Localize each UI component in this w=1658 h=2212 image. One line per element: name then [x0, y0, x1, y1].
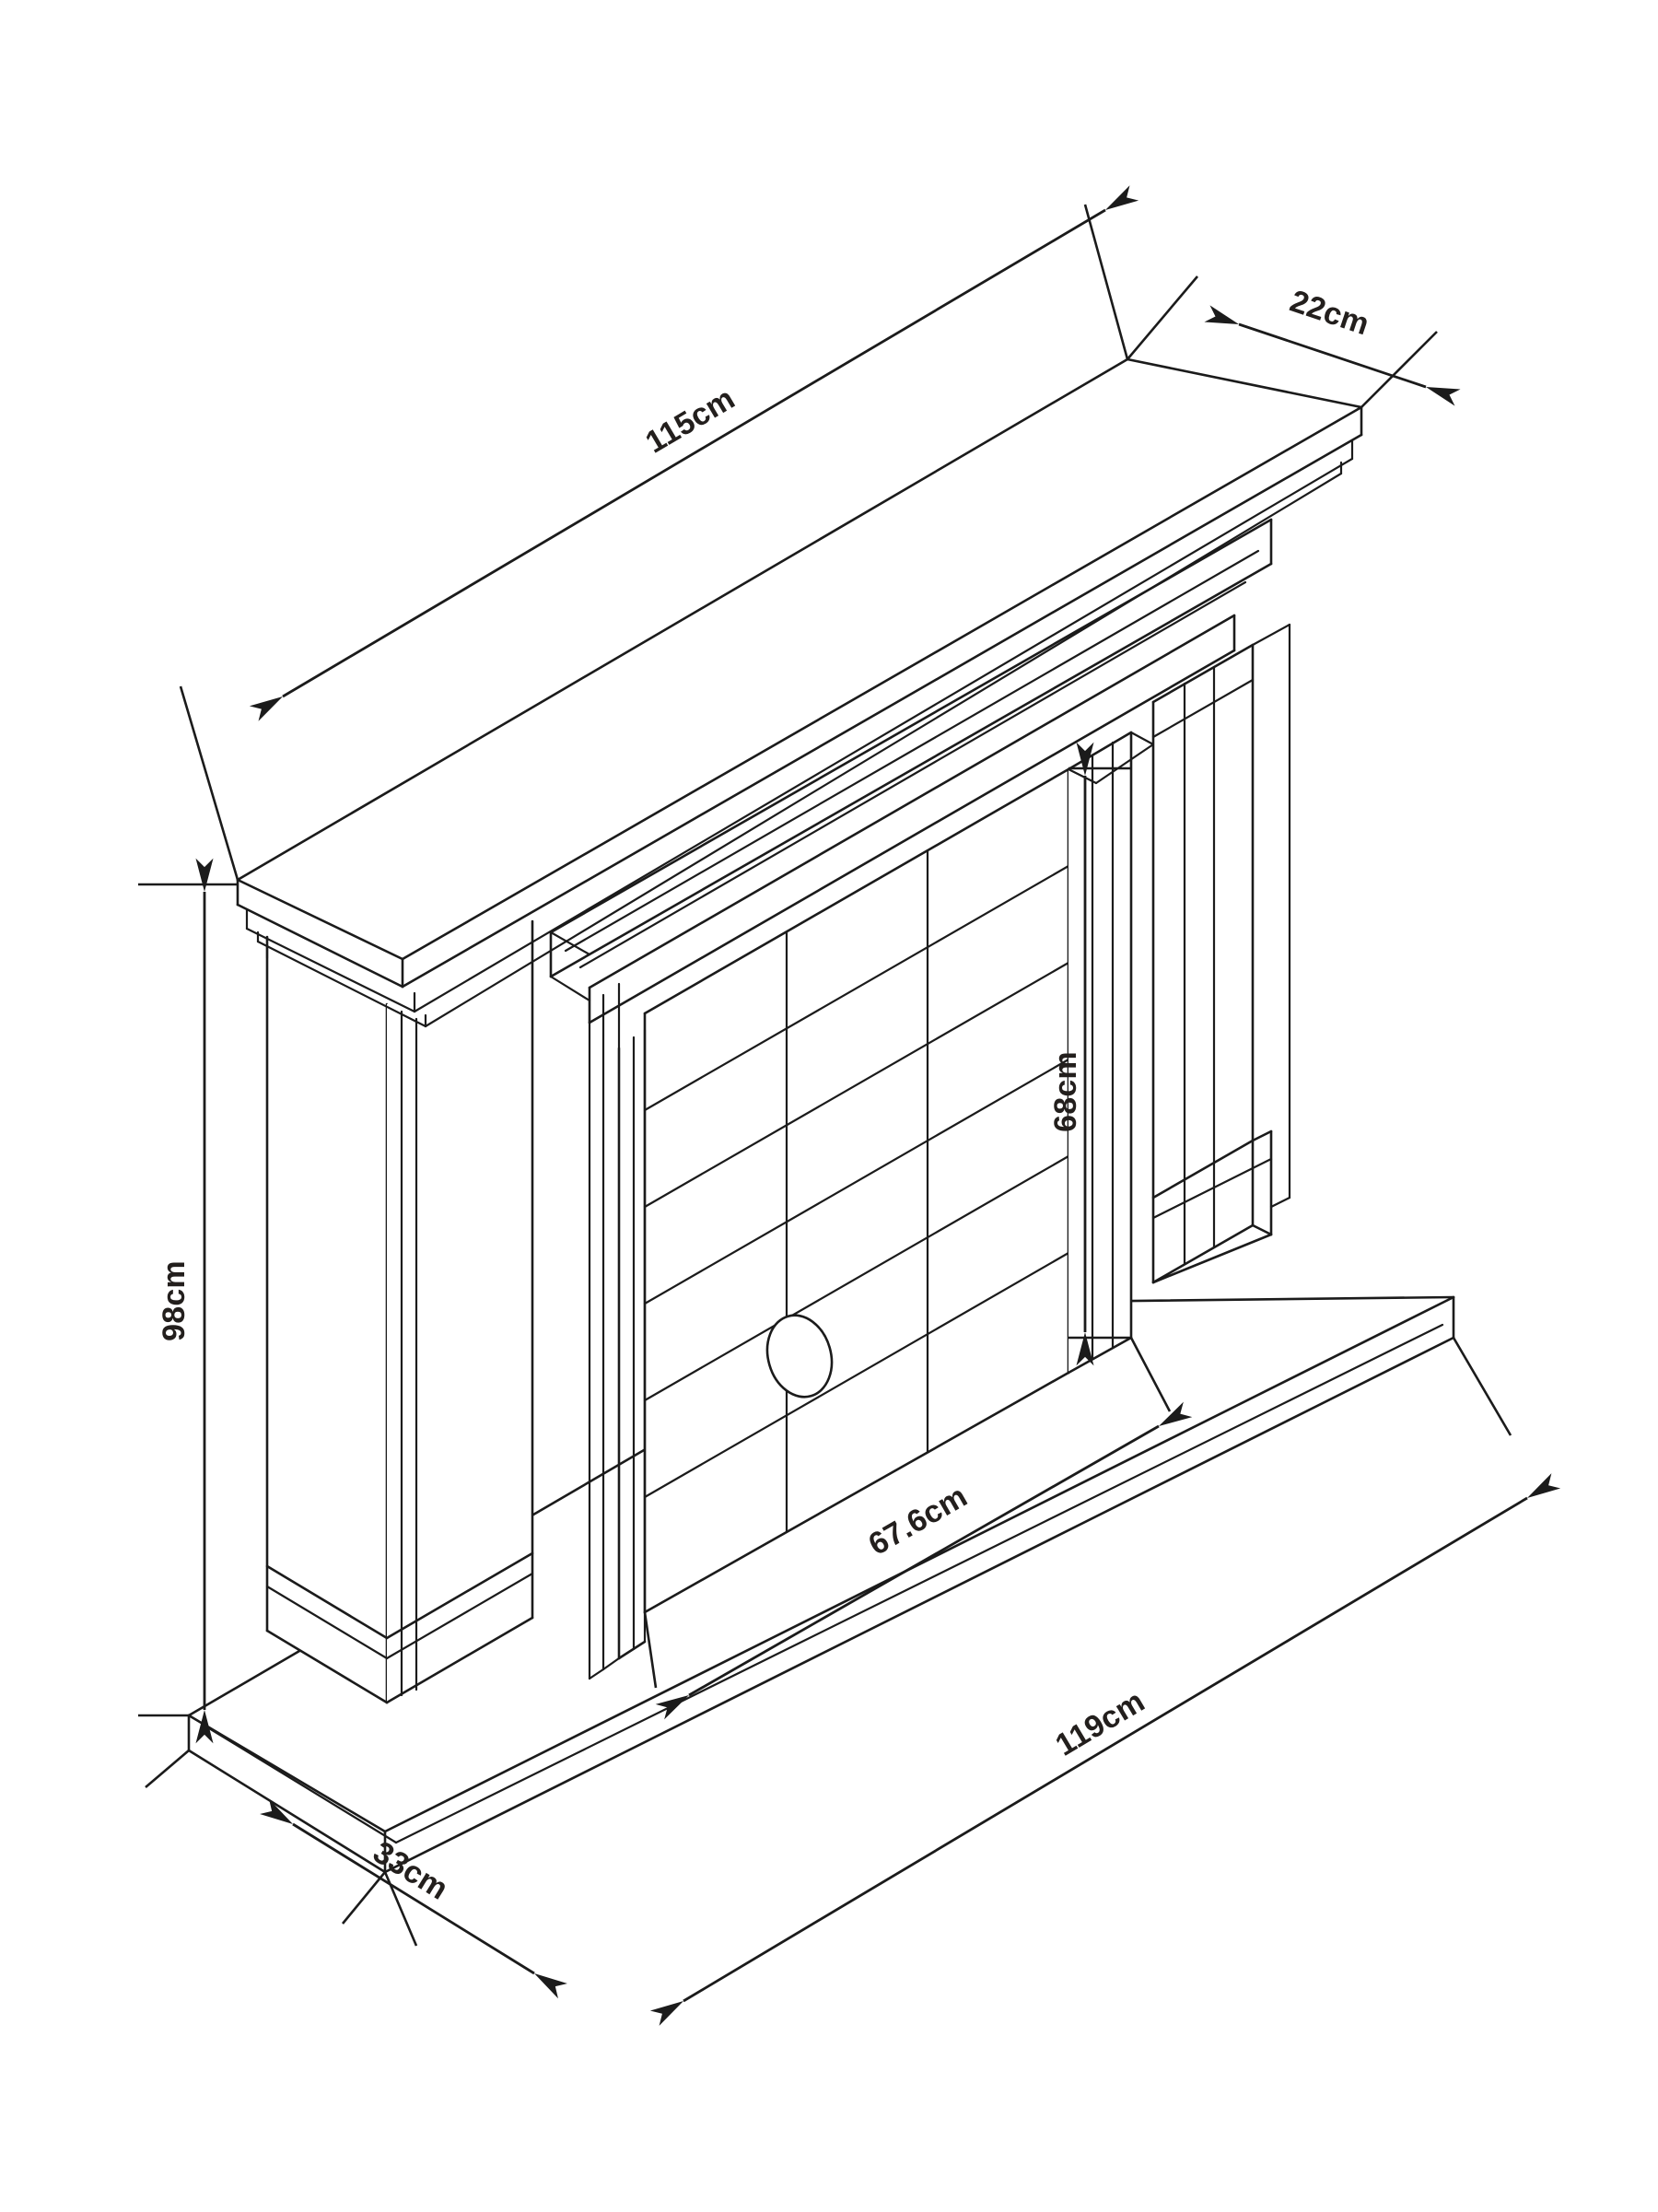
dimension-label-98cm: 98cm [157, 1260, 192, 1341]
left-inner-jamb [588, 1021, 647, 1680]
dimension-98cm: 98cm [138, 858, 238, 1744]
dimension-label-22cm: 22cm [1286, 284, 1373, 343]
left-pillar [265, 919, 534, 1704]
dimension-68cm: 68cm [1048, 742, 1131, 1366]
dimension-label-115cm: 115cm [640, 380, 741, 460]
dimension-label-68cm: 68cm [1048, 1051, 1083, 1132]
right-pillar [1151, 643, 1273, 1284]
right-side-return [1251, 623, 1291, 1209]
vent-oval-icon [765, 1314, 834, 1399]
